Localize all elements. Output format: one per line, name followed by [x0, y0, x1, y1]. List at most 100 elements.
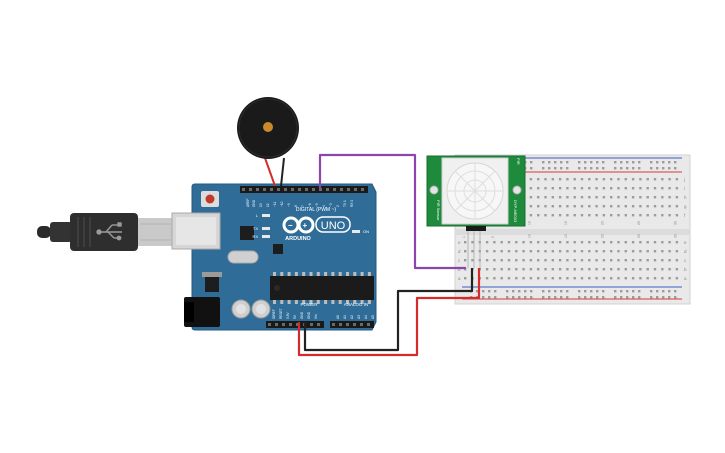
breadboard-hole[interactable] [566, 250, 569, 253]
breadboard-hole[interactable] [580, 205, 584, 208]
breadboard-hole[interactable] [558, 250, 562, 253]
black-ground-wire[interactable] [303, 268, 474, 352]
breadboard-hole[interactable] [668, 214, 671, 217]
usb-cable[interactable] [37, 213, 173, 251]
breadboard-hole[interactable] [464, 250, 467, 253]
rail-hole[interactable] [530, 296, 533, 299]
breadboard-hole[interactable] [610, 277, 613, 280]
breadboard-hole[interactable] [668, 277, 671, 280]
breadboard-hole[interactable] [624, 214, 627, 217]
breadboard-hole[interactable] [558, 268, 562, 271]
rail-hole[interactable] [530, 290, 533, 293]
breadboard-hole[interactable] [639, 205, 642, 208]
rail-hole[interactable] [632, 290, 635, 293]
breadboard-hole[interactable] [522, 259, 525, 262]
breadboard-hole[interactable] [631, 241, 635, 244]
header-pin[interactable] [275, 323, 278, 326]
breadboard-hole[interactable] [595, 250, 598, 253]
breadboard-hole[interactable] [624, 178, 627, 181]
rail-hole[interactable] [566, 290, 569, 293]
breadboard-hole[interactable] [668, 241, 671, 244]
rail-hole[interactable] [590, 296, 593, 299]
header-pin[interactable] [268, 323, 271, 326]
breadboard-hole[interactable] [544, 277, 547, 280]
breadboard-hole[interactable] [529, 241, 533, 244]
rail-hole[interactable] [602, 161, 605, 164]
breadboard-hole[interactable] [624, 277, 627, 280]
rail-hole[interactable] [506, 296, 509, 299]
header-pin[interactable] [333, 188, 336, 191]
breadboard-hole[interactable] [551, 277, 554, 280]
rail-hole[interactable] [638, 167, 641, 170]
rail-hole[interactable] [602, 296, 605, 299]
breadboard-hole[interactable] [668, 250, 671, 253]
breadboard-hole[interactable] [558, 241, 562, 244]
breadboard-hole[interactable] [617, 277, 620, 280]
rail-hole[interactable] [560, 161, 563, 164]
breadboard-hole[interactable] [507, 259, 511, 262]
breadboard-hole[interactable] [617, 241, 620, 244]
rail-hole[interactable] [662, 290, 665, 293]
breadboard-hole[interactable] [661, 250, 664, 253]
breadboard-hole[interactable] [588, 268, 591, 271]
rail-hole[interactable] [596, 290, 599, 293]
breadboard-hole[interactable] [661, 277, 664, 280]
breadboard-hole[interactable] [537, 259, 540, 262]
breadboard-hole[interactable] [500, 277, 503, 280]
breadboard-hole[interactable] [529, 250, 533, 253]
breadboard-hole[interactable] [653, 187, 657, 190]
rail-hole[interactable] [554, 161, 557, 164]
breadboard-hole[interactable] [544, 214, 547, 217]
breadboard-hole[interactable] [602, 214, 606, 217]
rail-hole[interactable] [512, 296, 515, 299]
rail-hole[interactable] [554, 290, 557, 293]
header-pin[interactable] [305, 188, 308, 191]
breadboard-hole[interactable] [500, 268, 503, 271]
breadboard-hole[interactable] [639, 259, 642, 262]
rail-hole[interactable] [524, 296, 527, 299]
breadboard-hole[interactable] [661, 178, 664, 181]
rail-hole[interactable] [590, 167, 593, 170]
breadboard-hole[interactable] [544, 241, 547, 244]
breadboard-hole[interactable] [631, 214, 635, 217]
rail-hole[interactable] [620, 290, 623, 293]
rail-hole[interactable] [620, 161, 623, 164]
breadboard-hole[interactable] [624, 259, 627, 262]
breadboard-hole[interactable] [631, 205, 635, 208]
breadboard-hole[interactable] [544, 178, 547, 181]
rail-hole[interactable] [548, 167, 551, 170]
breadboard-hole[interactable] [653, 214, 657, 217]
breadboard-hole[interactable] [529, 268, 533, 271]
breadboard-hole[interactable] [464, 268, 467, 271]
rail-hole[interactable] [530, 167, 533, 170]
rail-hole[interactable] [650, 290, 653, 293]
header-pin[interactable] [310, 323, 313, 326]
header-pin[interactable] [277, 188, 280, 191]
rail-hole[interactable] [494, 296, 497, 299]
breadboard-hole[interactable] [515, 259, 518, 262]
breadboard-hole[interactable] [595, 196, 598, 199]
breadboard-hole[interactable] [529, 178, 533, 181]
header-pin[interactable] [312, 188, 315, 191]
breadboard-hole[interactable] [580, 241, 584, 244]
breadboard-hole[interactable] [522, 250, 525, 253]
breadboard-hole[interactable] [515, 250, 518, 253]
breadboard-hole[interactable] [588, 178, 591, 181]
breadboard-hole[interactable] [661, 214, 664, 217]
breadboard-hole[interactable] [668, 178, 671, 181]
rail-hole[interactable] [596, 167, 599, 170]
rail-hole[interactable] [638, 290, 641, 293]
breadboard-hole[interactable] [551, 268, 554, 271]
rail-hole[interactable] [524, 290, 527, 293]
breadboard-hole[interactable] [646, 250, 649, 253]
breadboard-hole[interactable] [551, 259, 554, 262]
rail-hole[interactable] [578, 161, 581, 164]
breadboard-hole[interactable] [617, 205, 620, 208]
breadboard-hole[interactable] [639, 178, 642, 181]
rail-hole[interactable] [668, 296, 671, 299]
rail-hole[interactable] [674, 161, 677, 164]
rail-hole[interactable] [506, 290, 509, 293]
breadboard-hole[interactable] [544, 196, 547, 199]
rail-hole[interactable] [626, 167, 629, 170]
breadboard-hole[interactable] [573, 268, 576, 271]
